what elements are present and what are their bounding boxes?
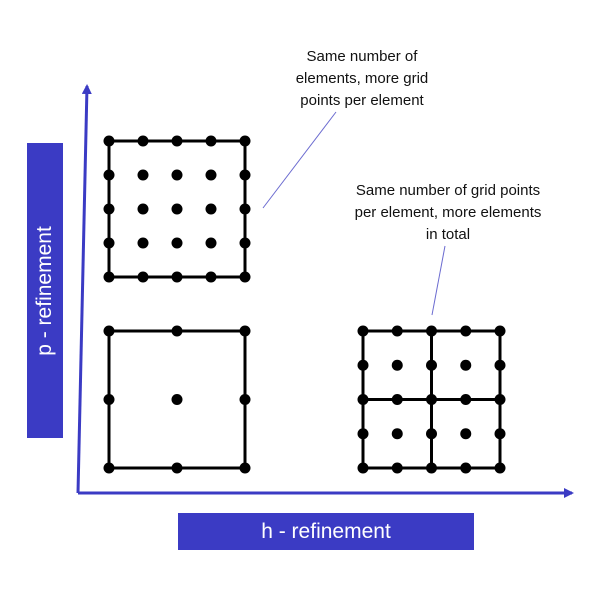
h-refinement-label: h - refinement [261,519,391,543]
grid-point [426,359,437,371]
annotation-line: points per element [300,92,424,109]
grid-point [171,135,183,147]
grid-point [239,462,251,474]
grid-point [103,135,115,147]
grid-point [137,169,149,181]
grid-point [137,237,149,249]
grid-point [239,203,251,215]
grid-point [494,428,506,440]
grid-point [357,394,369,405]
grid-point [103,394,115,405]
grid-point [426,394,437,405]
annotation-line: Same number of grid points [355,182,541,199]
grid-point [357,428,369,440]
grid-point [460,359,472,371]
grid-point [171,462,183,474]
grid-point [239,271,251,283]
leader-line-p [262,111,337,209]
p-refinement-label-box: p - refinement [27,143,63,438]
grid-point [171,237,183,249]
grid-point [239,394,251,405]
grid-point [103,237,115,249]
grid-point [391,462,403,474]
grid-point [357,462,369,474]
p-refinement-label: p - refinement [33,225,56,356]
grid-point [426,428,437,440]
grid-point [103,462,115,474]
grid-point [103,271,115,283]
grid-point [391,428,403,440]
grid-point [205,237,217,249]
grid-point [239,169,251,181]
h-refined-element [357,325,506,474]
h-refinement-label-box: h - refinement [178,513,474,550]
grid-point [391,359,403,371]
annotation-line: in total [425,226,471,243]
grid-point [460,462,472,474]
leader-line-h [431,245,446,316]
grid-point [239,325,251,337]
grid-point [460,325,472,337]
grid-point [357,325,369,337]
grid-point [205,135,217,147]
grid-point [460,394,472,405]
grid-point [391,394,403,405]
grid-point [391,325,403,337]
annotation-line: elements, more grid [295,70,429,87]
grid-point [494,359,506,371]
grid-point [426,462,437,474]
grid-point [171,394,183,405]
h-refinement-annotation: Same number of grid points per element, … [318,180,578,246]
grid-point [171,169,183,181]
grid-point [137,203,149,215]
base-element [103,325,251,474]
grid-point [494,325,506,337]
grid-point [205,271,217,283]
grid-point [205,169,217,181]
grid-point [103,325,115,337]
grid-point [137,271,149,283]
grid-point [426,325,437,337]
p-refined-element [103,135,251,283]
grid-point [239,237,251,249]
grid-point [103,169,115,181]
grid-point [171,203,183,215]
grid-point [494,462,506,474]
grid-point [171,271,183,283]
grid-point [239,135,251,147]
grid-point [205,203,217,215]
annotation-line: per element, more elements [354,204,542,221]
grid-point [357,359,369,371]
annotation-line: Same number of [306,48,418,65]
grid-point [460,428,472,440]
grid-point [137,135,149,147]
p-refinement-annotation: Same number of elements, more grid point… [262,46,462,112]
grid-point [494,394,506,405]
grid-point [103,203,115,215]
grid-point [171,325,183,337]
y-axis [76,84,92,494]
